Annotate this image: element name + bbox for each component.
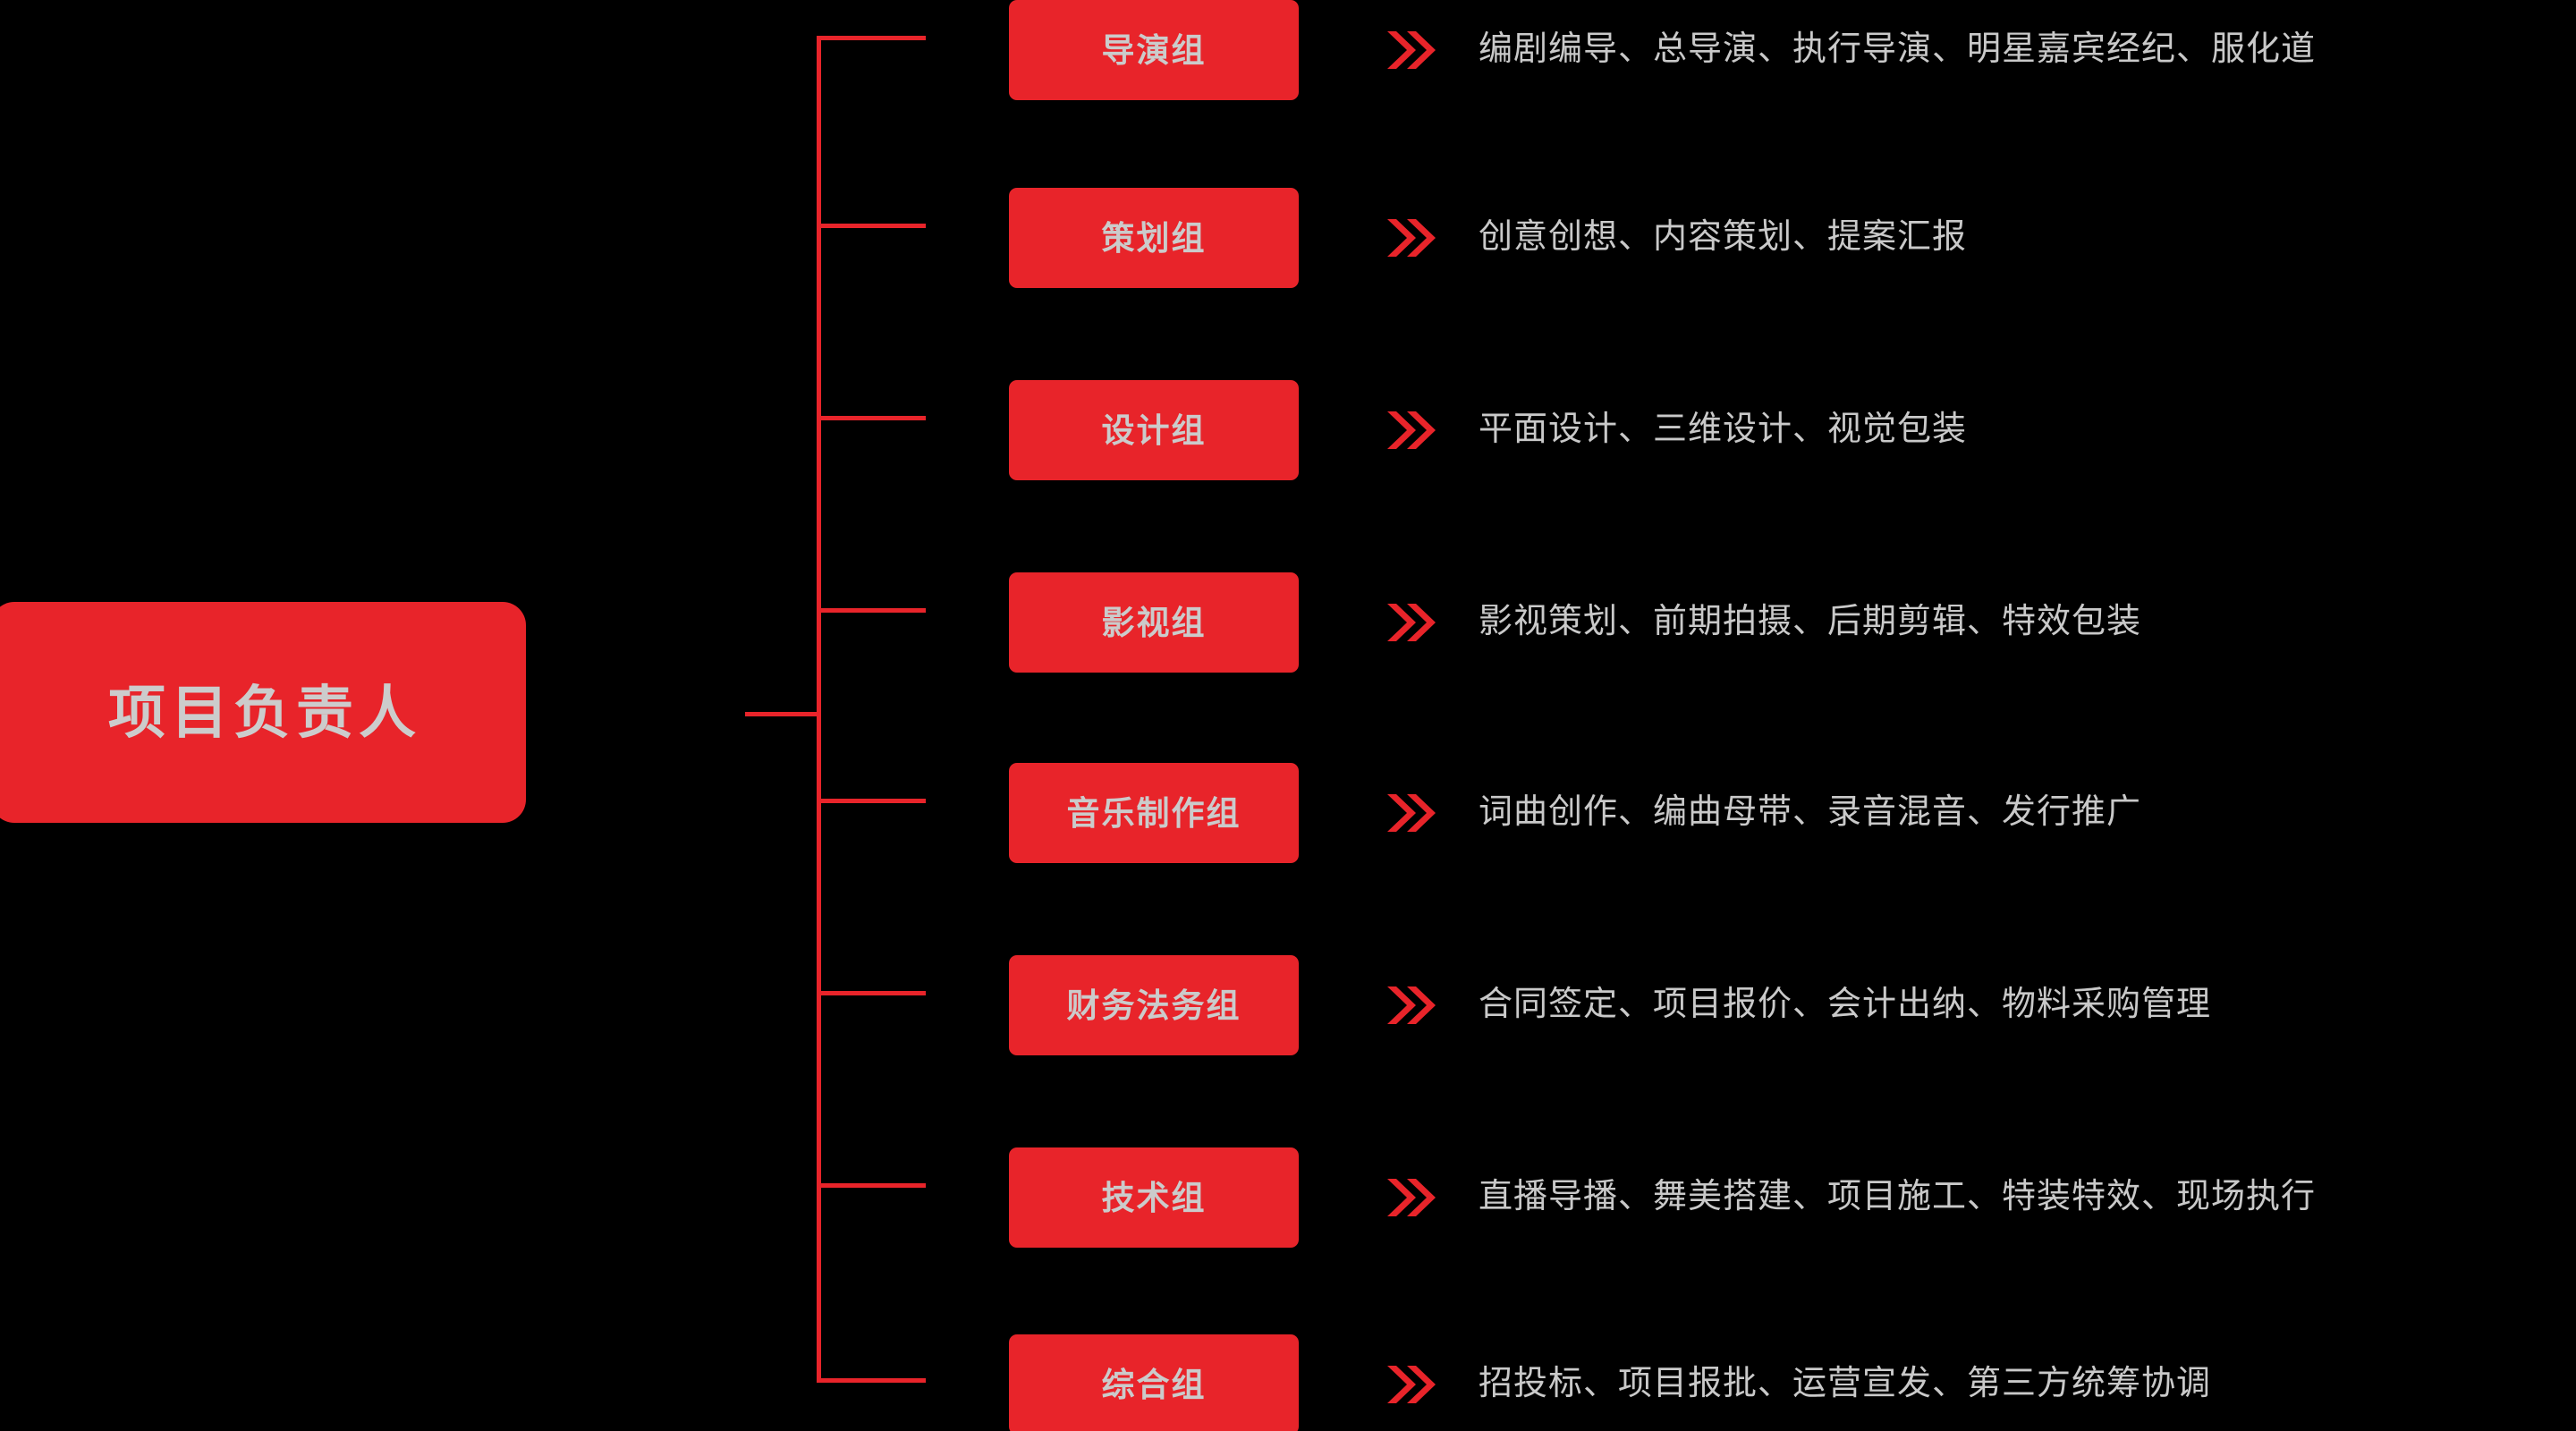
group-box-label: 设计组 bbox=[1101, 411, 1207, 449]
group-description: 影视策划、前期拍摄、后期剪辑、特效包装 bbox=[1479, 603, 2142, 641]
group-row: 策划组 创意创想、内容策划、提案汇报 bbox=[1009, 188, 2576, 288]
group-row: 影视组 影视策划、前期拍摄、后期剪辑、特效包装 bbox=[1009, 572, 2576, 673]
group-row: 设计组 平面设计、三维设计、视觉包装 bbox=[1009, 380, 2576, 480]
group-description: 创意创想、内容策划、提案汇报 bbox=[1479, 218, 1968, 257]
group-box-label: 音乐制作组 bbox=[1066, 794, 1241, 832]
group-row: 综合组 招投标、项目报批、运营宣发、第三方统筹协调 bbox=[1009, 1334, 2576, 1431]
group-box-label: 影视组 bbox=[1101, 604, 1207, 641]
connector-vertical-trunk bbox=[817, 38, 821, 1383]
connector-root-stub bbox=[745, 712, 820, 716]
group-box-label: 技术组 bbox=[1101, 1179, 1207, 1216]
group-box-8[interactable]: 综合组 bbox=[1009, 1334, 1299, 1431]
group-description: 招投标、项目报批、运营宣发、第三方统筹协调 bbox=[1479, 1365, 2212, 1403]
root-node-project-manager[interactable]: 项目负责人 bbox=[0, 602, 526, 823]
double-chevron-right-icon bbox=[1384, 602, 1461, 643]
connector-branch-7 bbox=[817, 1183, 926, 1188]
group-box-label: 策划组 bbox=[1101, 219, 1207, 257]
group-row: 音乐制作组 词曲创作、编曲母带、录音混音、发行推广 bbox=[1009, 763, 2576, 863]
connector-branch-2 bbox=[817, 224, 926, 228]
group-box-4[interactable]: 影视组 bbox=[1009, 572, 1299, 673]
connector-branch-8 bbox=[817, 1378, 926, 1383]
double-chevron-right-icon bbox=[1384, 410, 1461, 451]
group-box-6[interactable]: 财务法务组 bbox=[1009, 955, 1299, 1055]
group-box-5[interactable]: 音乐制作组 bbox=[1009, 763, 1299, 863]
group-description: 直播导播、舞美搭建、项目施工、特装特效、现场执行 bbox=[1479, 1178, 2317, 1216]
group-description: 合同签定、项目报价、会计出纳、物料采购管理 bbox=[1479, 986, 2212, 1024]
connector-branch-4 bbox=[817, 608, 926, 613]
connector-branch-5 bbox=[817, 799, 926, 803]
root-node-label: 项目负责人 bbox=[108, 680, 421, 745]
connector-branch-3 bbox=[817, 416, 926, 420]
group-box-7[interactable]: 技术组 bbox=[1009, 1147, 1299, 1248]
group-row: 技术组 直播导播、舞美搭建、项目施工、特装特效、现场执行 bbox=[1009, 1147, 2576, 1248]
group-description: 编剧编导、总导演、执行导演、明星嘉宾经纪、服化道 bbox=[1479, 30, 2317, 69]
double-chevron-right-icon bbox=[1384, 30, 1461, 71]
double-chevron-right-icon bbox=[1384, 1177, 1461, 1218]
group-box-3[interactable]: 设计组 bbox=[1009, 380, 1299, 480]
group-box-label: 综合组 bbox=[1101, 1366, 1207, 1403]
group-row: 导演组 编剧编导、总导演、执行导演、明星嘉宾经纪、服化道 bbox=[1009, 0, 2576, 100]
group-box-2[interactable]: 策划组 bbox=[1009, 188, 1299, 288]
double-chevron-right-icon bbox=[1384, 792, 1461, 834]
group-box-label: 导演组 bbox=[1101, 31, 1207, 69]
double-chevron-right-icon bbox=[1384, 217, 1461, 258]
group-description: 平面设计、三维设计、视觉包装 bbox=[1479, 411, 1968, 449]
group-box-1[interactable]: 导演组 bbox=[1009, 0, 1299, 100]
connector-branch-6 bbox=[817, 991, 926, 995]
group-row: 财务法务组 合同签定、项目报价、会计出纳、物料采购管理 bbox=[1009, 955, 2576, 1055]
connector-branch-1 bbox=[817, 36, 926, 40]
group-box-label: 财务法务组 bbox=[1066, 986, 1241, 1024]
double-chevron-right-icon bbox=[1384, 985, 1461, 1026]
double-chevron-right-icon bbox=[1384, 1364, 1461, 1405]
group-description: 词曲创作、编曲母带、录音混音、发行推广 bbox=[1479, 793, 2142, 832]
